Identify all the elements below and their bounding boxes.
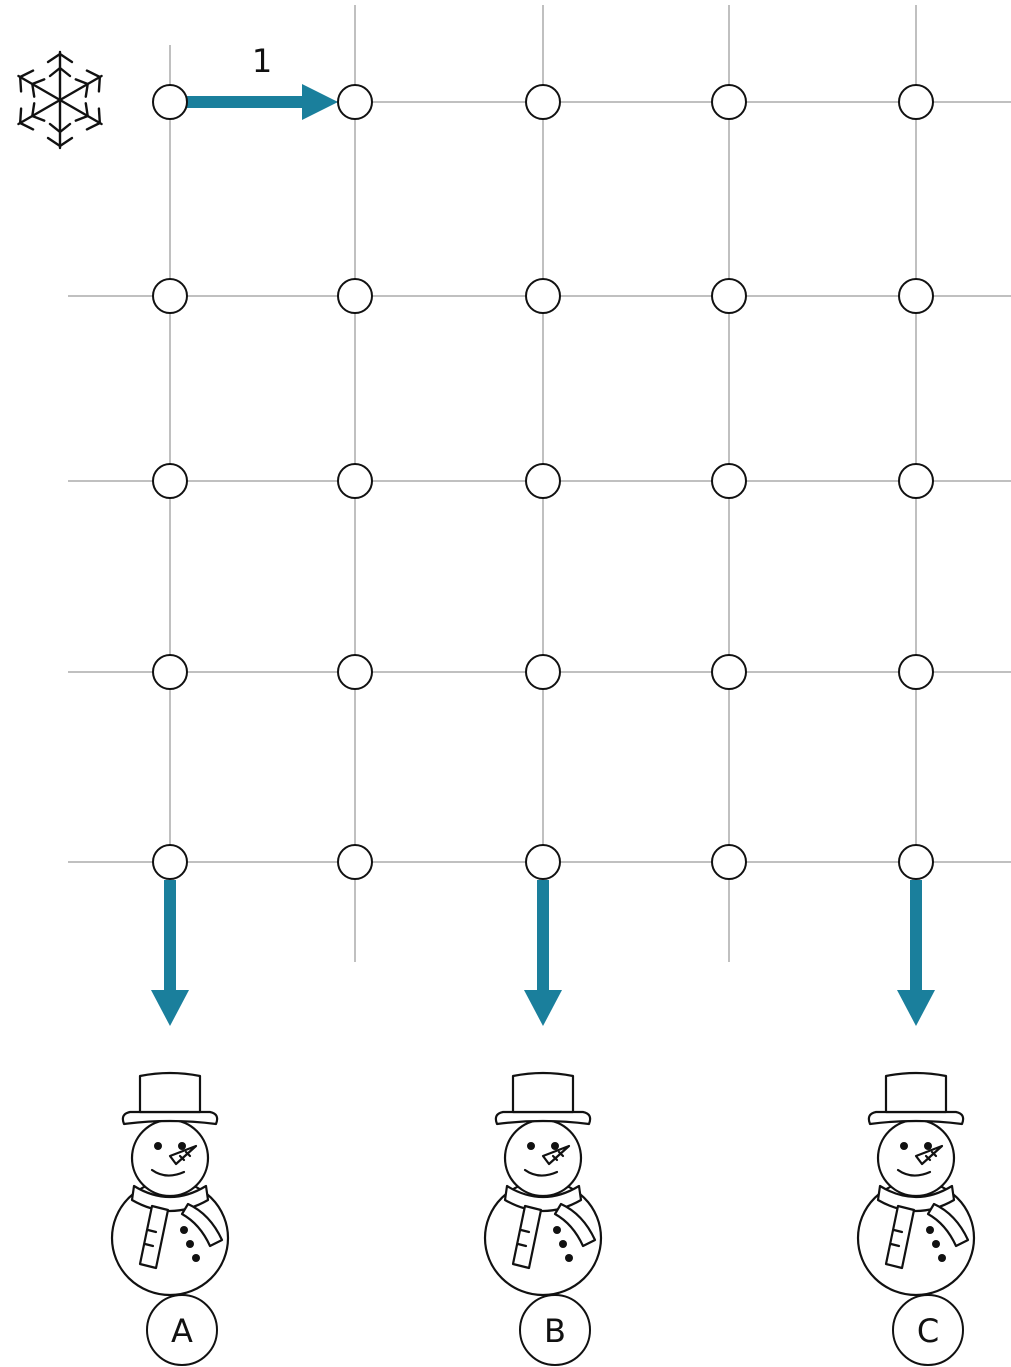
grid-node xyxy=(338,85,372,119)
target-b xyxy=(485,1073,601,1295)
snowman-icon xyxy=(485,1073,601,1295)
down-arrow-head xyxy=(524,990,562,1026)
target-label: A xyxy=(171,1312,193,1350)
down-arrow-head xyxy=(897,990,935,1026)
grid-node xyxy=(526,655,560,689)
grid-node xyxy=(712,464,746,498)
step-arrow-head xyxy=(302,84,338,120)
step-arrow-shaft xyxy=(186,96,306,108)
grid-node xyxy=(899,464,933,498)
snowflake-icon xyxy=(12,52,107,148)
grid-node xyxy=(153,85,187,119)
grid-node xyxy=(899,845,933,879)
down-arrow-head xyxy=(151,990,189,1026)
down-arrow-shaft xyxy=(164,880,176,994)
grid-node xyxy=(899,279,933,313)
grid-node xyxy=(712,845,746,879)
grid-node xyxy=(712,279,746,313)
step-label: 1 xyxy=(252,42,272,80)
grid-node xyxy=(526,845,560,879)
grid-node xyxy=(153,464,187,498)
snowman-icon xyxy=(112,1073,228,1295)
target-a xyxy=(112,1073,228,1295)
grid-node xyxy=(338,279,372,313)
snowman-icon xyxy=(858,1073,974,1295)
target-c xyxy=(858,1073,974,1295)
grid-node xyxy=(153,279,187,313)
targets: A B C xyxy=(112,1073,974,1365)
grid-node xyxy=(338,655,372,689)
grid-node xyxy=(338,464,372,498)
down-arrow-shaft xyxy=(537,880,549,994)
target-label: B xyxy=(544,1312,566,1350)
grid-node xyxy=(712,655,746,689)
grid-node xyxy=(153,655,187,689)
grid-node xyxy=(526,279,560,313)
grid-node xyxy=(712,85,746,119)
grid-node xyxy=(899,655,933,689)
grid-node xyxy=(526,85,560,119)
down-arrow-shaft xyxy=(910,880,922,994)
grid-node xyxy=(338,845,372,879)
grid-node xyxy=(526,464,560,498)
target-label: C xyxy=(917,1312,939,1350)
grid-node xyxy=(899,85,933,119)
grid-node xyxy=(153,845,187,879)
